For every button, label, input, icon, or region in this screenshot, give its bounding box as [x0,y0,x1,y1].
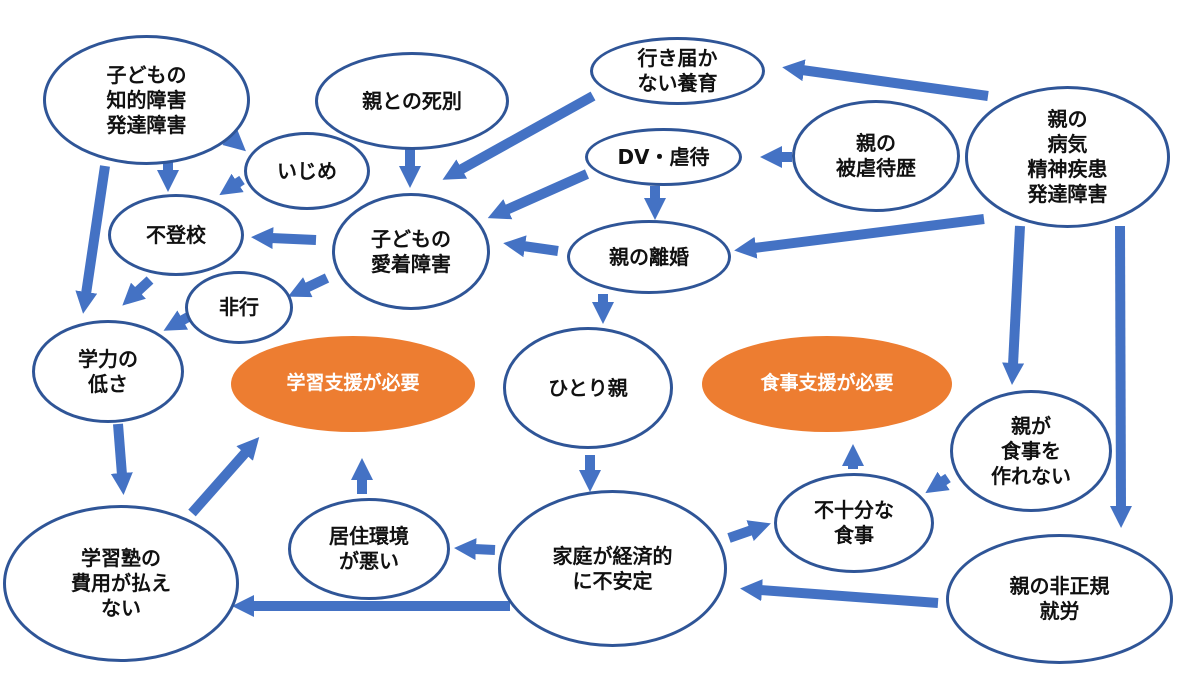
node-child-attachment-disorder: 子どもの 愛着障害 [332,193,490,310]
arrow-finances-to-housing [454,538,496,561]
node-unstable-finances: 家庭が経済的 に不安定 [498,490,727,647]
node-parent-divorce: 親の離婚 [567,220,731,294]
arrow-cram-cost-to-study-support [188,437,260,517]
arrow-divorce-to-attachment [503,235,559,258]
arrow-cannot-cook-to-insufficient-meals [925,471,951,494]
arrow-illness-to-irregular-employment [1109,225,1132,528]
arrow-child-disability-to-low-academic [75,165,110,314]
node-dv-abuse: DV・虐待 [585,128,742,186]
arrow-attachment-to-delinquency [287,273,330,298]
arrow-dv-to-attachment [487,169,590,220]
arrow-illness-to-inadequate-care [782,59,989,101]
arrow-inadequate-care-to-attachment [442,91,596,180]
node-poor-housing: 居住環境 が悪い [288,498,450,600]
node-single-parent: ひとり親 [503,327,673,449]
node-parent-irregular-employment: 親の非正規 就労 [946,534,1173,664]
node-study-support-needed: 学習支援が必要 [231,336,475,432]
node-parent-death: 親との死別 [315,52,509,150]
node-bullying: いじめ [244,132,370,210]
node-truancy: 不登校 [108,194,244,276]
arrow-finances-to-insufficient-meals [727,520,771,543]
node-child-intellectual-disability: 子どもの 知的障害 発達障害 [43,35,250,165]
node-parent-illness: 親の 病気 精神疾患 発達障害 [965,86,1170,228]
arrow-illness-to-divorce [734,214,985,259]
arrow-truancy-to-low-academic [122,276,154,306]
arrow-illness-to-cannot-cook [1002,225,1025,385]
arrow-employment-to-finances [740,579,939,608]
node-delinquency: 非行 [185,271,293,344]
node-cram-school-cost: 学習塾の 費用が払え ない [3,505,239,662]
node-parent-cannot-cook: 親が 食事を 作れない [950,390,1112,512]
arrow-low-academic-to-cram-cost [110,423,133,495]
node-meal-support-needed: 食事支援が必要 [702,336,952,432]
node-parent-abuse-history: 親の 被虐待歴 [792,100,960,212]
node-inadequate-care: 行き届か ない養育 [590,37,765,105]
node-insufficient-meals: 不十分な 食事 [774,473,934,573]
node-low-academic-ability: 学力の 低さ [32,320,184,423]
arrow-bullying-to-truancy [219,173,245,196]
arrow-attachment-to-truancy [251,227,317,250]
